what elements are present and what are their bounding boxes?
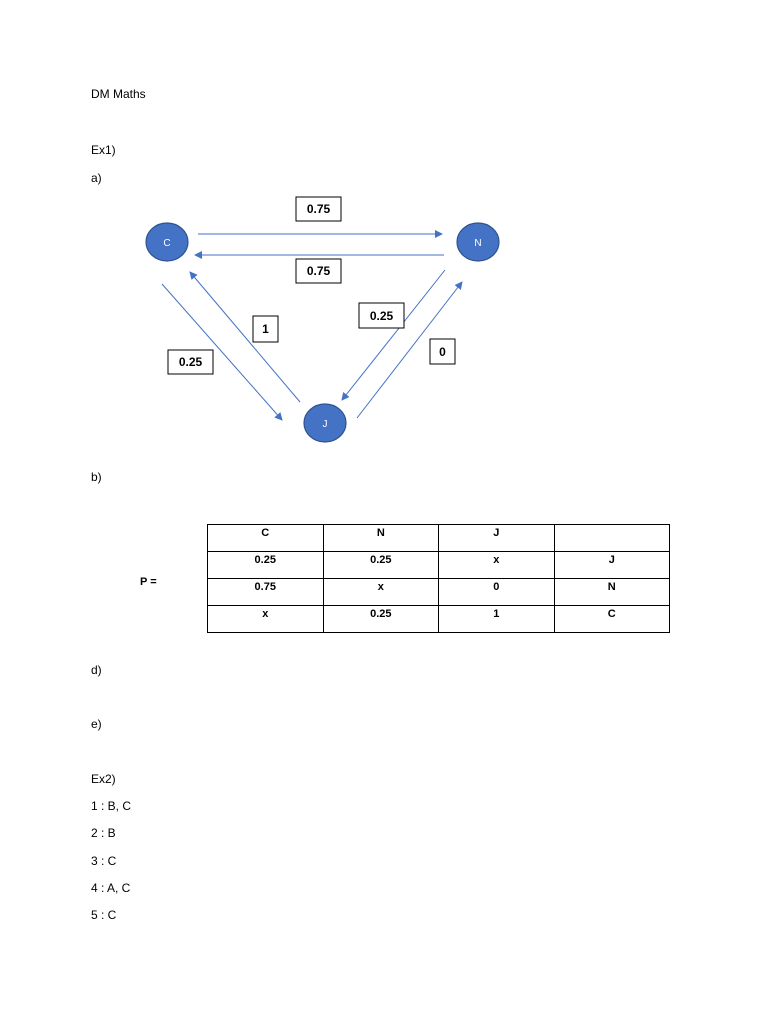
matrix-cell: 0.75 (207, 578, 324, 606)
part-b-label: b) (91, 470, 102, 484)
node-c: C (145, 222, 189, 262)
edge-label-c-to-n-text: 0.75 (307, 202, 331, 216)
matrix-row: C N J (207, 524, 671, 552)
matrix-cell: 0.25 (322, 605, 440, 633)
ex2-answer-4: 4 : A, C (91, 881, 131, 895)
edge-label-j-to-c: 1 (252, 315, 279, 343)
exercise-1-heading: Ex1) (91, 143, 116, 157)
ex2-answer-5: 5 : C (91, 908, 117, 922)
part-e-label: e) (91, 717, 102, 731)
node-n-label: N (474, 238, 481, 249)
matrix-cell: 0.25 (207, 551, 324, 579)
matrix-cell: N (322, 524, 440, 552)
transition-matrix: C N J 0.25 0.25 x J 0.75 x 0 N x 0.25 1 … (207, 524, 671, 633)
part-d-label: d) (91, 663, 102, 677)
part-a-label: a) (91, 171, 102, 185)
edge-j-to-n (356, 281, 463, 419)
matrix-cell: J (553, 551, 671, 579)
matrix-cell: x (438, 551, 555, 579)
ex2-answer-3: 3 : C (91, 854, 117, 868)
node-n: N (456, 222, 500, 262)
matrix-cell: x (322, 578, 440, 606)
matrix-row: x 0.25 1 C (207, 605, 671, 633)
matrix-row: 0.75 x 0 N (207, 578, 671, 606)
matrix-cell (553, 524, 671, 552)
edge-label-n-to-c: 0.75 (295, 258, 342, 284)
document-title: DM Maths (91, 87, 146, 101)
edge-label-n-to-j-text: 0.25 (370, 309, 394, 323)
edge-label-j-to-c-text: 1 (262, 322, 269, 336)
matrix-row: 0.25 0.25 x J (207, 551, 671, 579)
edge-label-c-to-j-text: 0.25 (179, 355, 203, 369)
node-j-label: J (323, 419, 328, 430)
matrix-cell: 0.25 (322, 551, 440, 579)
exercise-2-heading: Ex2) (91, 772, 116, 786)
markov-graph: C N J 0.75 0.75 1 0.25 0.25 0 (145, 196, 500, 443)
edge-label-n-to-c-text: 0.75 (307, 264, 331, 278)
edge-label-c-to-j: 0.25 (167, 349, 214, 375)
edge-j-to-c (189, 271, 301, 403)
node-j: J (303, 403, 347, 443)
ex2-answer-2: 2 : B (91, 826, 116, 840)
matrix-cell: 0 (438, 578, 555, 606)
matrix-cell: J (438, 524, 555, 552)
matrix-cell: 1 (438, 605, 555, 633)
edge-label-j-to-n-text: 0 (439, 345, 446, 359)
edge-label-j-to-n: 0 (429, 338, 456, 365)
matrix-cell: C (553, 605, 671, 633)
matrix-label: P = (140, 576, 157, 588)
matrix-cell: N (553, 578, 671, 606)
edge-c-to-j (161, 283, 283, 421)
edge-label-n-to-j: 0.25 (358, 302, 405, 329)
edge-label-c-to-n: 0.75 (295, 196, 342, 222)
ex2-answer-1: 1 : B, C (91, 799, 132, 813)
node-c-label: C (163, 238, 170, 249)
edge-n-to-j (341, 269, 446, 401)
matrix-cell: x (207, 605, 324, 633)
matrix-cell: C (207, 524, 324, 552)
